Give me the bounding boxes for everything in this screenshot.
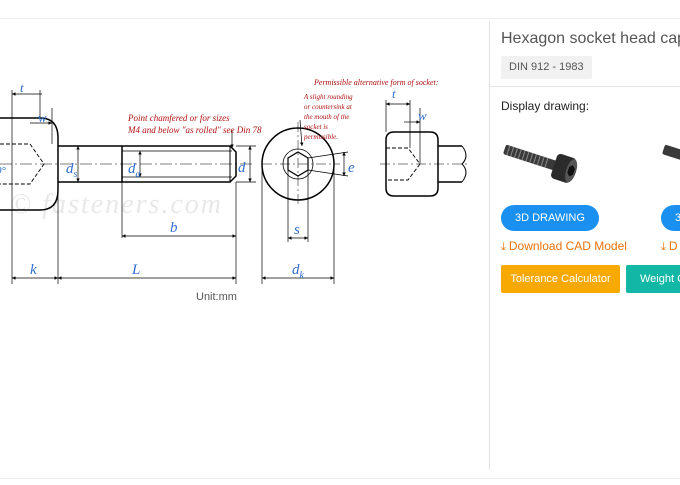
dim-w: w [38, 110, 47, 125]
download-cad-label: Download CAD Model [508, 239, 627, 253]
dim-ds: ds [66, 161, 78, 180]
dim-b: b [170, 220, 178, 236]
note-round-3: the mouth of the [304, 113, 349, 121]
technical-drawing: © fasteners.com [0, 78, 470, 284]
weight-calculator-button[interactable]: Weight C [626, 265, 680, 293]
download-icon: ⤓ [501, 241, 506, 253]
download-cad-link[interactable]: ⤓Download CAD Model [501, 239, 627, 254]
dim-w-alt: w [418, 108, 427, 123]
dim-t: t [20, 80, 24, 95]
note-round-2: or countersink at [304, 103, 353, 111]
dim-dk: dk [292, 262, 305, 281]
screw-3d-thumbnail[interactable] [501, 130, 581, 190]
screw-3d-thumbnail-2[interactable] [660, 130, 680, 190]
dim-L: L [131, 262, 140, 278]
note-point-1: Point chamfered or for sizes [127, 113, 230, 123]
watermark-text: © fasteners.com [10, 189, 223, 220]
dim-t-alt: t [392, 86, 396, 101]
note-round-1: A slight rounding [303, 93, 353, 101]
panel-divider [489, 22, 490, 470]
download-cad-label-2: D [668, 239, 678, 253]
tolerance-calculator-button[interactable]: Tolerance Calculator [501, 265, 620, 293]
dim-k: k [30, 262, 37, 278]
dim-s: s [294, 222, 300, 238]
section-divider [490, 86, 680, 87]
dim-angle: 0° [0, 165, 7, 177]
top-rule [0, 18, 680, 19]
note-alt: Permissible alternative form of socket: [313, 78, 439, 87]
unit-label: Unit:mm [196, 291, 237, 303]
note-round-5: permissible. [303, 133, 338, 141]
bottom-rule [0, 478, 680, 479]
drawing-panel: © fasteners.com [0, 20, 488, 470]
standard-badge[interactable]: DIN 912 - 1983 [501, 56, 592, 79]
3d-drawing-button-2[interactable]: 3 [661, 205, 680, 231]
dim-da: da [128, 161, 141, 180]
download-cad-link-2[interactable]: ⤓D [661, 239, 678, 254]
note-round-4: socket is [304, 123, 328, 131]
dim-d: d [238, 160, 246, 176]
dim-e: e [348, 160, 355, 176]
product-panel: Hexagon socket head cap DIN 912 - 1983 D… [490, 20, 680, 475]
download-icon: ⤓ [661, 241, 666, 253]
note-point-2: M4 and below "as rolled" see Din 78 [127, 125, 262, 135]
product-title: Hexagon socket head cap [501, 30, 680, 47]
display-drawing-label: Display drawing: [501, 99, 590, 113]
3d-drawing-button[interactable]: 3D DRAWING [501, 205, 599, 231]
